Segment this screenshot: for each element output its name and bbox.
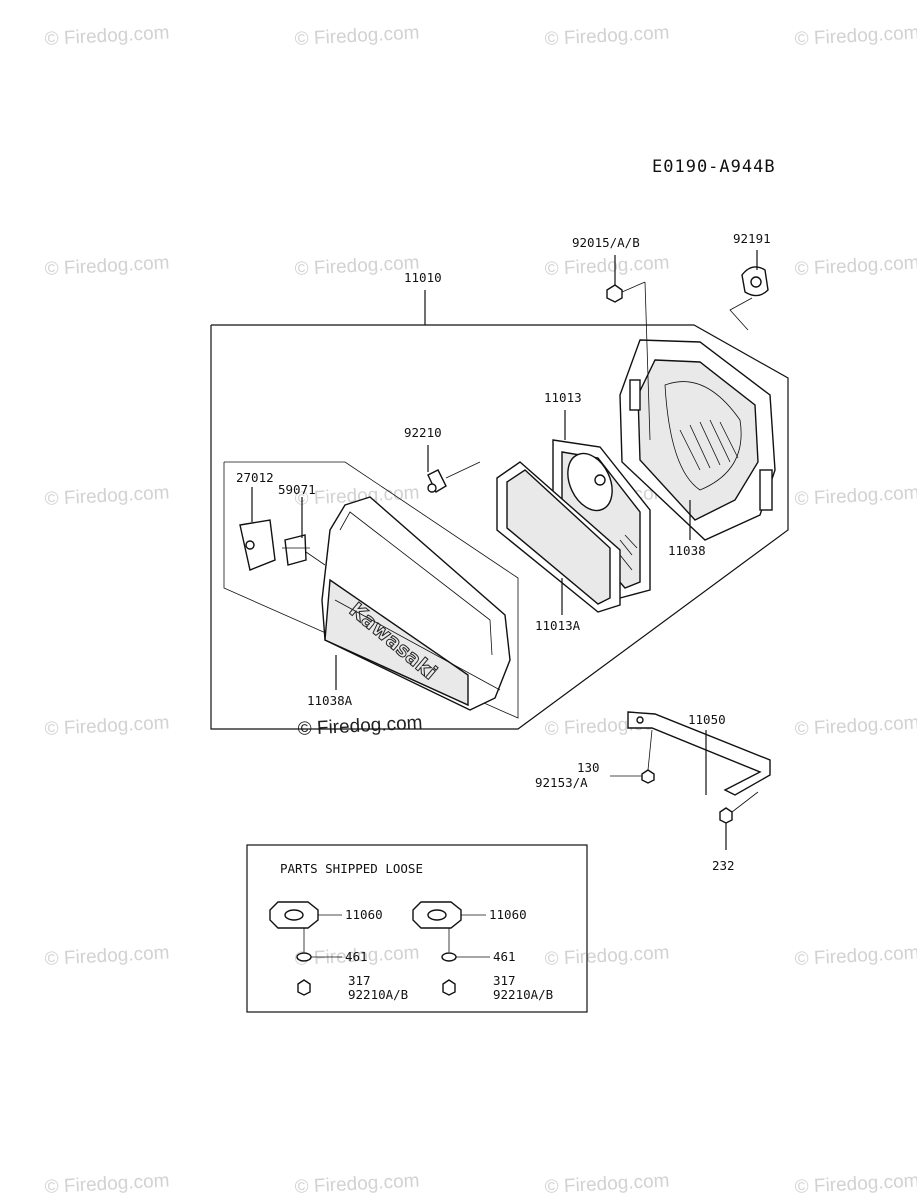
watermark-dark: © Firedog.com [297, 712, 423, 740]
watermark: © Firedog.com [44, 252, 170, 280]
label-screw: 232 [712, 858, 735, 873]
diagram-code: E0190-A944B [652, 157, 776, 177]
label-pre-filter: 11013A [535, 618, 581, 633]
loose-right-washer: 461 [493, 949, 516, 964]
parts-shipped-loose-box: PARTS SHIPPED LOOSE 11060 461 317 92210A… [246, 844, 588, 1013]
loose-left-washer: 461 [345, 949, 368, 964]
clamp [427, 445, 481, 493]
loose-right: 11060 461 317 92210A/B [412, 901, 553, 1002]
watermark: © Firedog.com [544, 1170, 670, 1198]
watermark: © Firedog.com [544, 252, 670, 280]
bracket-screw [719, 791, 759, 850]
bracket [627, 711, 771, 796]
part-labels: 11010 92015/A/B 92191 11013 92210 11038 … [236, 231, 771, 873]
spring-clip [282, 497, 326, 566]
watermark: © Firedog.com [44, 942, 170, 970]
loose-left-gasket: 11060 [345, 907, 383, 922]
watermark: © Firedog.com [44, 1170, 170, 1198]
watermark: © Firedog.com [544, 22, 670, 50]
watermark: © Firedog.com [794, 712, 917, 740]
label-cover: 11038A [307, 693, 353, 708]
label-bolt-part: 92153/A [535, 775, 588, 790]
label-bolt-top: 92015/A/B [572, 235, 640, 250]
loose-left-nut-qty: 317 [348, 973, 371, 988]
loose-right-gasket: 11060 [489, 907, 527, 922]
air-cleaner-cover: Kawasaki [321, 496, 511, 711]
label-case: 11038 [668, 543, 706, 558]
air-cleaner-case [619, 339, 776, 541]
watermark: © Firedog.com [294, 22, 420, 50]
pre-filter [496, 461, 621, 615]
watermark: © Firedog.com [544, 942, 670, 970]
loose-right-nut-qty: 317 [493, 973, 516, 988]
label-filter-element: 11013 [544, 390, 582, 405]
label-spring: 59071 [278, 482, 316, 497]
label-clamp: 92210 [404, 425, 442, 440]
loose-box-title: PARTS SHIPPED LOOSE [280, 861, 423, 876]
assembly-outline [210, 290, 789, 730]
label-bolt-qty: 130 [577, 760, 600, 775]
loose-right-nut-part: 92210A/B [493, 987, 553, 1002]
label-clip-top: 92191 [733, 231, 771, 246]
watermark: © Firedog.com [794, 22, 917, 50]
watermark: © Firedog.com [794, 1170, 917, 1198]
watermark: © Firedog.com [44, 22, 170, 50]
bracket-bolt [610, 729, 655, 784]
loose-left-nut-part: 92210A/B [348, 987, 408, 1002]
loose-left: 11060 461 317 92210A/B [269, 901, 408, 1002]
watermark: © Firedog.com [294, 1170, 420, 1198]
label-holder: 27012 [236, 470, 274, 485]
watermark: © Firedog.com [794, 482, 917, 510]
watermark: © Firedog.com [294, 252, 420, 280]
clip-top [729, 250, 769, 331]
label-assembly: 11010 [404, 270, 442, 285]
watermark: © Firedog.com [44, 482, 170, 510]
holder [239, 487, 276, 571]
label-bracket: 11050 [688, 712, 726, 727]
watermark: © Firedog.com [44, 712, 170, 740]
bolt-top [606, 255, 651, 441]
watermark: © Firedog.com [794, 252, 917, 280]
watermark: © Firedog.com [794, 942, 917, 970]
